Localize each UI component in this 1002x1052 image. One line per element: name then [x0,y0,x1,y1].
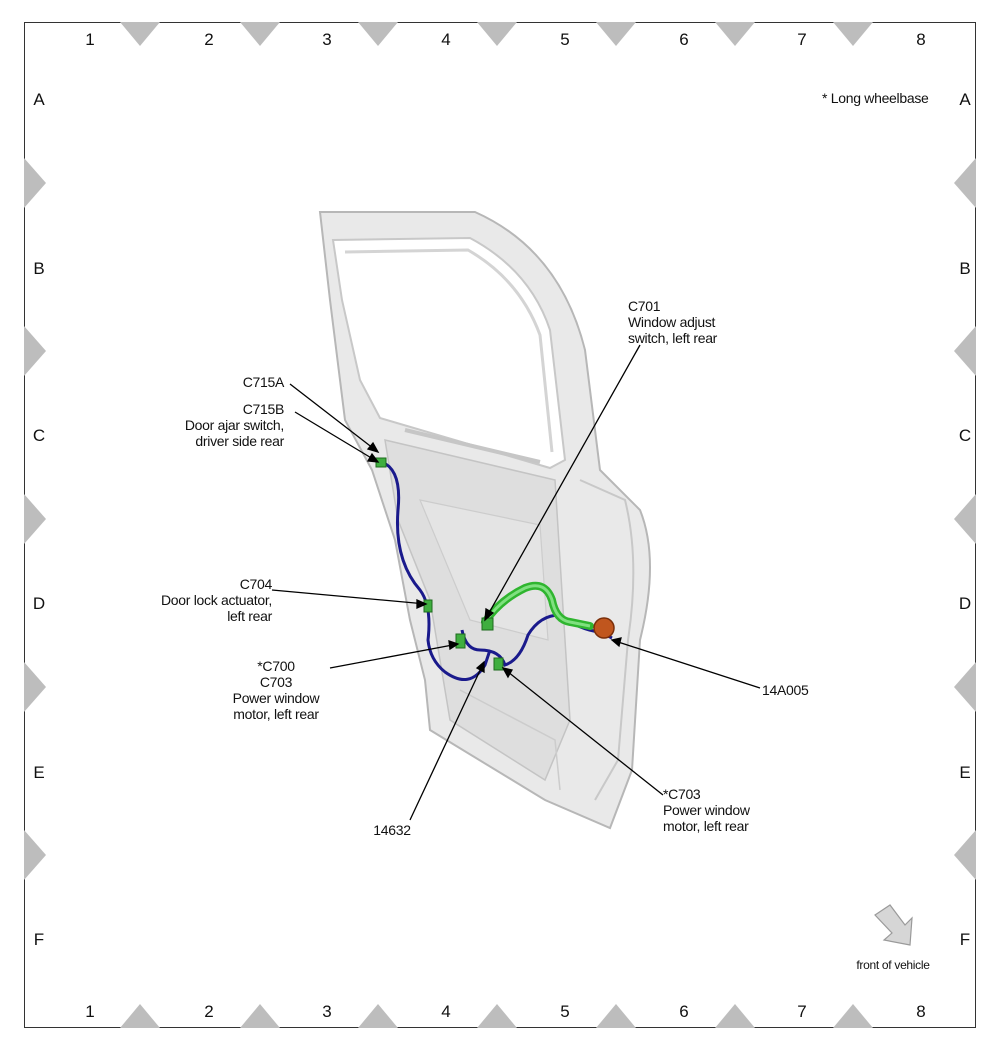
grid-row-b-right: B [959,259,971,278]
callout-c703-line-1: *C703 [663,786,701,802]
wiring-harness [381,460,613,681]
grid-col-4-top: 4 [441,30,451,49]
grid-col-3-bottom: 3 [322,1002,332,1021]
callout-c704-line-1: C704 [239,576,273,592]
callout-c703-line-3: motor, left rear [663,818,749,834]
front-of-vehicle-arrow-icon [874,904,913,946]
callout-c704: C704 Door lock actuator, left rear [120,576,272,624]
callout-c715a: C715A [242,374,285,390]
callout-14632: 14632 [373,822,411,838]
long-wheelbase-note: * Long wheelbase [822,90,929,106]
callout-c701-line-2: Window adjust [628,314,716,330]
callout-c715b-line-1: C715B [242,401,285,417]
grid-row-d-left: D [32,594,46,613]
grid-col-5-top: 5 [560,30,570,49]
grid-row-c-left: C [32,426,46,445]
grid-col-4-bottom: 4 [441,1002,451,1021]
callout-c700-line-1: *C700 [257,658,295,674]
callout-c715b: C715B Door ajar switch, driver side rear [150,401,284,449]
grid-row-a-left: A [33,90,45,109]
grid-col-8-bottom: 8 [916,1002,926,1021]
callout-c701: C701 Window adjust switch, left rear [628,298,717,346]
grid-col-6-bottom: 6 [679,1002,689,1021]
grid-col-7-bottom: 7 [797,1002,807,1021]
callout-c700-line-4: motor, left rear [233,706,319,722]
grid-row-a-right: A [959,90,971,109]
grid-col-3-top: 3 [322,30,332,49]
grid-markers [24,22,976,1028]
callout-c703: *C703 Power window motor, left rear [663,786,750,834]
grid-row-f-right: F [959,930,971,949]
connector-c701 [481,617,494,631]
grid-row-d-right: D [958,594,972,613]
leader-lines [271,344,761,821]
connectors [375,457,504,671]
callout-c700-line-2: C703 [259,674,293,690]
grid-row-e-right: E [959,763,971,782]
connector-c715 [375,457,387,468]
connector-c700 [455,633,466,649]
grid-col-2-bottom: 2 [204,1002,214,1021]
callout-c701-line-1: C701 [628,298,661,314]
grid-row-b-left: B [33,259,45,278]
callout-c703-line-2: Power window [663,802,750,818]
callout-14a005: 14A005 [762,682,809,698]
grommet-14a005 [593,617,615,639]
grid-col-8-top: 8 [916,30,926,49]
grid-col-1-top: 1 [85,30,95,49]
grid-row-c-right: C [958,426,972,445]
grid-col-6-top: 6 [679,30,689,49]
grid-col-1-bottom: 1 [85,1002,95,1021]
callout-c700-line-3: Power window [232,690,320,706]
callout-c704-line-2: Door lock actuator, [160,592,272,608]
grid-row-f-left: F [33,930,45,949]
grid-row-e-left: E [33,763,45,782]
callout-c715b-line-2: Door ajar switch, [184,417,284,433]
grid-col-7-top: 7 [797,30,807,49]
callout-c715b-line-3: driver side rear [195,433,284,449]
callout-c700: *C700 C703 Power window motor, left rear [216,658,336,722]
callout-c701-line-3: switch, left rear [628,330,718,346]
connector-c704 [423,599,433,613]
callout-c704-line-3: left rear [227,608,272,624]
front-of-vehicle-label: front of vehicle [856,958,930,972]
rear-door [318,211,651,830]
grid-col-5-bottom: 5 [560,1002,570,1021]
grid-col-2-top: 2 [204,30,214,49]
connector-c703 [493,657,504,671]
